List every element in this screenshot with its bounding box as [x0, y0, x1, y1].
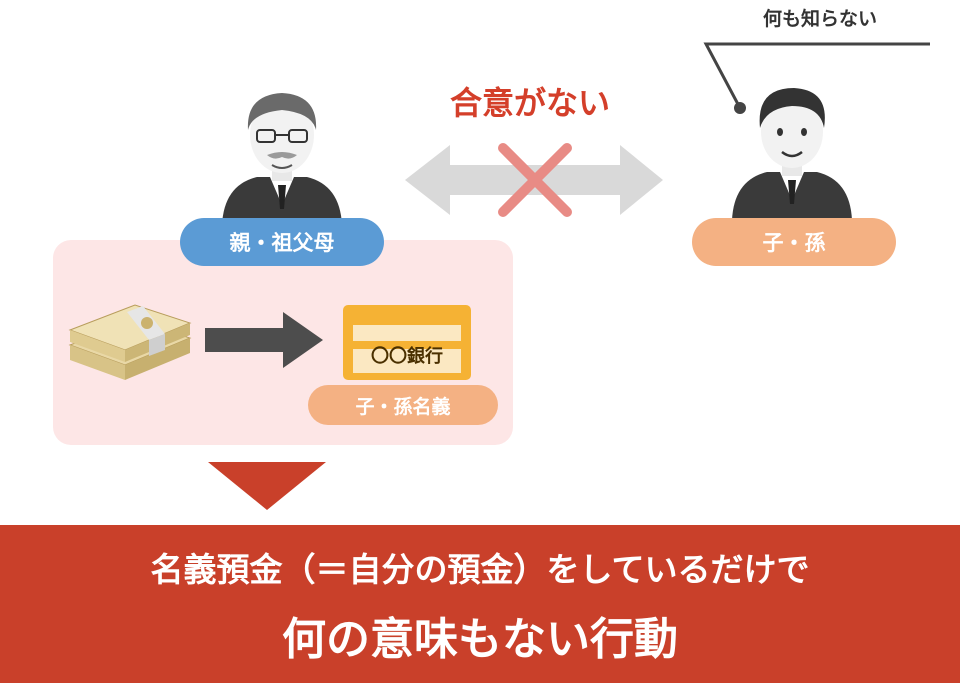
- account-holder-label: 子・孫名義: [308, 385, 498, 425]
- banner-line-1: 名義預金（＝自分の預金）をしているだけで: [150, 550, 810, 589]
- bank-card-text: 〇〇銀行: [371, 346, 443, 367]
- transfer-arrow: [205, 312, 323, 368]
- cash-bundle-icon: [68, 304, 192, 380]
- parent-label: 親・祖父母: [180, 218, 384, 266]
- speech-line: [703, 42, 930, 114]
- no-agreement-text: 合意がない: [449, 84, 610, 122]
- down-arrow-icon: [208, 462, 326, 510]
- child-label: 子・孫: [692, 218, 896, 266]
- bank-card-icon: [343, 305, 471, 380]
- conclusion-banner: 名義預金（＝自分の預金）をしているだけで 何の意味もない行動: [0, 525, 960, 683]
- knows-nothing-text: 何も知らない: [762, 8, 877, 30]
- elderly-man-icon: [222, 93, 342, 225]
- young-man-icon: [732, 88, 852, 220]
- cross-mark-icon: [498, 143, 572, 217]
- banner-line-2: 何の意味もない行動: [282, 614, 678, 665]
